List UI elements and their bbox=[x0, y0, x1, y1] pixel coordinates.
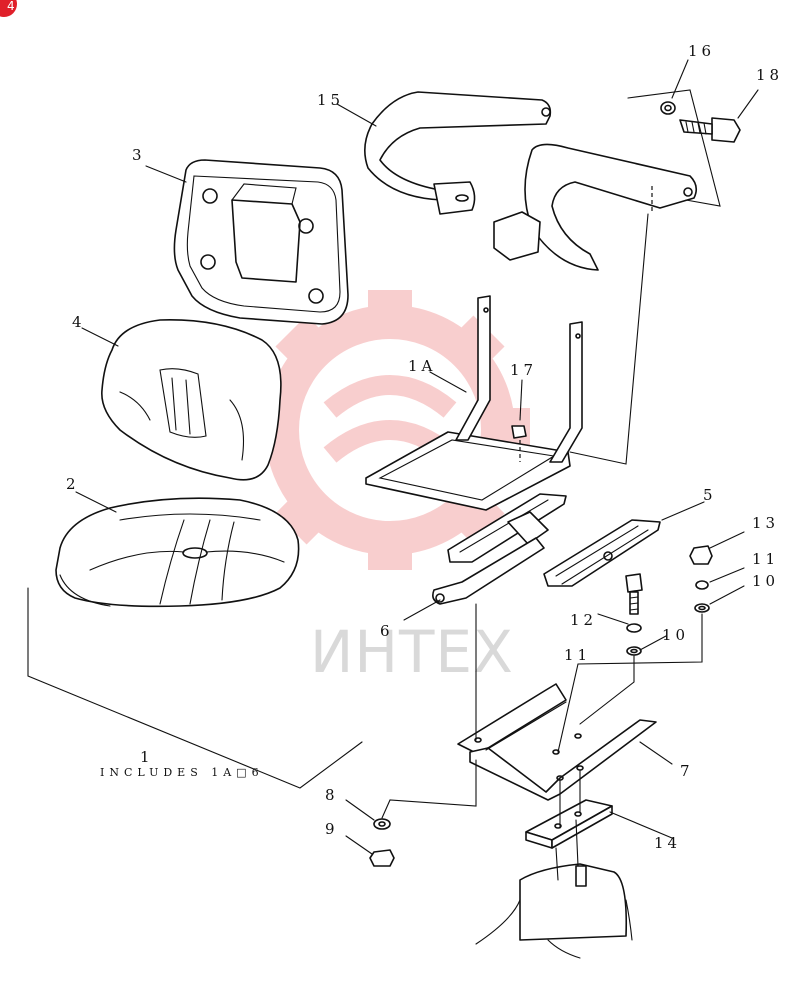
part-11-washer-b bbox=[695, 580, 709, 590]
callout-4: 4 bbox=[72, 313, 86, 331]
callout-1: 1 bbox=[140, 748, 154, 766]
callout-14: 14 bbox=[654, 834, 681, 852]
callout-12: 12 bbox=[570, 611, 597, 629]
part-6-slide-lever bbox=[432, 493, 567, 605]
callout-1-note: INCLUDES 1A□6 bbox=[100, 766, 264, 779]
part-15-seat-belt bbox=[364, 91, 698, 271]
seat-pedestal bbox=[475, 863, 633, 959]
part-16-washer bbox=[660, 101, 676, 115]
callout-5: 5 bbox=[703, 486, 717, 504]
part-2-seat-cushion bbox=[55, 497, 300, 608]
callout-11-right: 11 bbox=[752, 550, 779, 568]
callout-labels: 3 4 2 15 1A 17 5 6 7 8 9 14 13 11 10 16 … bbox=[66, 42, 783, 852]
callout-1A: 1A bbox=[408, 357, 436, 375]
part-12-bolt bbox=[625, 573, 643, 615]
callout-13: 13 bbox=[752, 514, 779, 532]
callout-3: 3 bbox=[132, 146, 146, 164]
callout-10-right: 10 bbox=[752, 572, 779, 590]
callout-15: 15 bbox=[317, 91, 344, 109]
part-10-washer-b bbox=[694, 603, 710, 613]
corner-badge: 4 bbox=[0, 0, 17, 17]
part-9-nut bbox=[369, 849, 395, 867]
part-1A-seat-frame bbox=[365, 295, 583, 511]
part-4-back-cushion bbox=[101, 319, 282, 481]
callout-10-left: 10 bbox=[662, 626, 689, 644]
callout-6: 6 bbox=[380, 622, 394, 640]
callout-8: 8 bbox=[325, 786, 339, 804]
callout-2: 2 bbox=[66, 475, 80, 493]
assembly-lines bbox=[27, 213, 703, 881]
part-18-bolt bbox=[679, 117, 741, 143]
callout-16: 16 bbox=[688, 42, 715, 60]
part-13-nut bbox=[689, 545, 713, 565]
part-8-washer bbox=[373, 818, 391, 830]
part-11-washer-a bbox=[626, 623, 642, 633]
detail-box bbox=[627, 89, 721, 207]
callout-7: 7 bbox=[680, 762, 694, 780]
part-3-back-panel bbox=[173, 159, 349, 325]
svg-text:4: 4 bbox=[7, 0, 15, 13]
callout-9: 9 bbox=[325, 820, 339, 838]
part-10-washer-a bbox=[626, 646, 642, 656]
callout-18: 18 bbox=[756, 66, 783, 84]
part-14-spacer-plate bbox=[525, 799, 613, 849]
part-7-mount-bracket bbox=[457, 683, 657, 801]
callout-11-left: 11 bbox=[564, 646, 591, 664]
watermark-text: ИНТЕХ bbox=[310, 618, 514, 686]
part-5-slide-rail bbox=[543, 519, 661, 587]
leader-lines bbox=[75, 59, 759, 855]
callout-17: 17 bbox=[510, 361, 537, 379]
